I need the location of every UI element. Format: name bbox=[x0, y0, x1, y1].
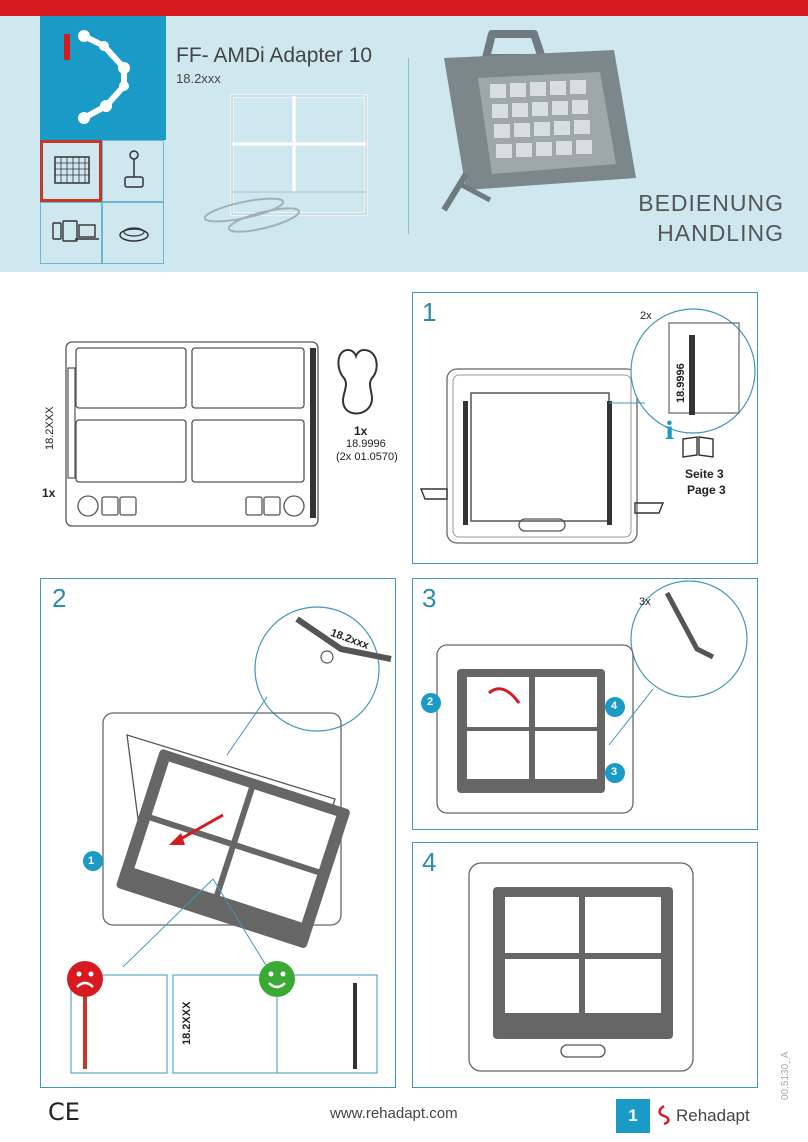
top-red-bar bbox=[0, 0, 808, 16]
step-1-info-line2: Page 3 bbox=[687, 483, 726, 497]
joystick-icon-cell bbox=[102, 140, 164, 202]
step-2-bottom-label: 18.2XXX bbox=[181, 1001, 193, 1045]
sad-face-icon bbox=[67, 961, 103, 997]
step-3-marker-4: 4 bbox=[611, 700, 618, 712]
step-4-number: 4 bbox=[422, 847, 437, 877]
step-3-panel: 3 3x 2 4 3 bbox=[412, 578, 758, 830]
devices-icon-cell bbox=[40, 202, 102, 264]
page-subtitle: 18.2xxx bbox=[176, 71, 221, 86]
book-icon bbox=[682, 436, 714, 458]
happy-face-icon bbox=[259, 961, 295, 997]
overview-part-b-sub: (2x 01.0570) bbox=[336, 451, 398, 463]
grid-display-icon-cell bbox=[40, 140, 102, 202]
step-1-illustration: i bbox=[419, 308, 756, 544]
step-4-illustration bbox=[468, 862, 694, 1072]
header-adapter-illustration bbox=[203, 94, 368, 233]
devices-icon bbox=[52, 220, 99, 242]
step-2-illustration bbox=[67, 606, 392, 1074]
overview-part-a-label: 18.2XXX bbox=[44, 406, 56, 450]
joystick-icon bbox=[124, 150, 144, 188]
document-number: 00.5130_A bbox=[780, 1051, 791, 1100]
device-photo-illustration bbox=[441, 30, 636, 212]
step-1-detail-count: 2x bbox=[640, 310, 652, 322]
overview-adapter-frame bbox=[65, 341, 319, 527]
adapter-arm-icon bbox=[64, 30, 130, 124]
info-i-icon: i bbox=[665, 416, 674, 445]
step-3-illustration bbox=[421, 580, 748, 814]
step-1-panel: 1 i 2x 18.9996 Seite 3 Page 3 bbox=[412, 292, 758, 564]
ce-mark: CE bbox=[48, 1098, 80, 1126]
header-divider bbox=[408, 58, 409, 234]
rehadapt-logo-tile bbox=[40, 16, 166, 140]
page-number: 1 bbox=[616, 1099, 650, 1133]
step-1-number: 1 bbox=[422, 297, 437, 327]
grid-display-icon bbox=[54, 156, 90, 184]
step-2-panel: 2 18.2xxx 1 18.2XXX bbox=[40, 578, 396, 1088]
rehadapt-brand-icon bbox=[658, 1104, 670, 1126]
button-switch-icon-cell bbox=[102, 202, 164, 264]
button-switch-icon bbox=[119, 227, 149, 242]
step-2-number: 2 bbox=[52, 583, 67, 613]
overview-part-b-count: 1x bbox=[354, 424, 368, 438]
page-title: FF- AMDi Adapter 10 bbox=[176, 44, 373, 67]
brand-name: Rehadapt bbox=[676, 1106, 750, 1125]
step-3-marker-2: 2 bbox=[427, 696, 434, 708]
rubber-band-icon bbox=[337, 348, 378, 415]
bedienung-label: BEDIENUNG bbox=[638, 190, 784, 216]
handling-label: HANDLING bbox=[657, 220, 784, 246]
footer-url-link[interactable]: www.rehadapt.com bbox=[330, 1105, 458, 1122]
step-1-info-line1: Seite 3 bbox=[685, 467, 724, 481]
step-2-marker-1: 1 bbox=[88, 855, 95, 867]
step-1-detail-label: 18.9996 bbox=[675, 363, 687, 403]
overview-part-b-code: 18.9996 bbox=[346, 438, 386, 450]
step-3-detail-count: 3x bbox=[639, 596, 651, 608]
overview-part-a-count: 1x bbox=[42, 486, 56, 500]
step-4-panel: 4 bbox=[412, 842, 758, 1088]
step-3-marker-3: 3 bbox=[611, 766, 618, 778]
step-3-number: 3 bbox=[422, 583, 437, 613]
